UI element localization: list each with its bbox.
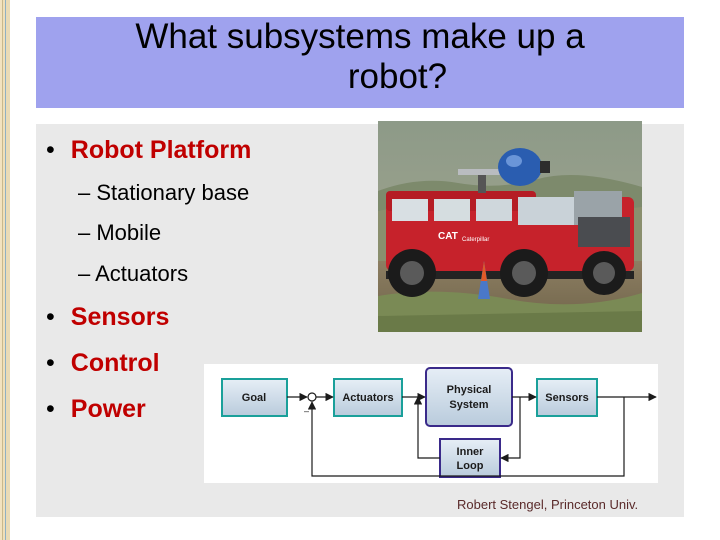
bullet-label: Control bbox=[70, 349, 160, 377]
bullet-robot-platform: • Robot Platform bbox=[46, 135, 251, 165]
bullet-label: Sensors bbox=[70, 303, 170, 331]
sub-bullet-stationary-base: – Stationary base bbox=[78, 180, 250, 205]
title-bar bbox=[36, 17, 684, 108]
goal-label: Goal bbox=[242, 392, 266, 404]
bullet-dot: • bbox=[46, 349, 55, 377]
bullet-sensors: • Sensors bbox=[46, 302, 169, 332]
physical-system-block bbox=[425, 367, 513, 427]
inner-loop-block bbox=[439, 438, 501, 478]
summing-junction bbox=[307, 392, 317, 402]
sensors-block bbox=[536, 378, 598, 417]
image-credit: Robert Stengel, Princeton Univ. bbox=[457, 497, 639, 512]
physical-label-1: Physical bbox=[447, 384, 492, 396]
sub-bullet-mobile: – Mobile bbox=[78, 220, 162, 245]
actuators-label: Actuators bbox=[342, 392, 393, 404]
title-line-2: robot? bbox=[347, 57, 448, 96]
bullet-label: Robot Platform bbox=[70, 136, 252, 164]
svg-text:–: – bbox=[304, 406, 309, 416]
title-line-1: What subsystems make up a bbox=[135, 17, 585, 56]
robot-vehicle-photo: CAT Caterpillar bbox=[378, 121, 642, 332]
bullet-dot: • bbox=[46, 136, 55, 164]
left-decorative-border bbox=[0, 0, 10, 540]
slide-title: What subsystems make up a robot? bbox=[36, 17, 684, 97]
sensors-label: Sensors bbox=[545, 392, 588, 404]
bullet-label: Power bbox=[70, 395, 146, 423]
inner-loop-label-2: Loop bbox=[457, 460, 484, 472]
vehicle-decal-caterpillar: Caterpillar bbox=[462, 237, 489, 243]
goal-block bbox=[221, 378, 288, 417]
bullet-control: • Control bbox=[46, 348, 160, 378]
bullet-dot: • bbox=[46, 395, 55, 423]
actuators-block bbox=[333, 378, 403, 417]
vehicle-decal-cat: CAT bbox=[438, 231, 458, 242]
physical-label-2: System bbox=[449, 399, 488, 411]
sub-bullet-actuators: – Actuators bbox=[78, 261, 189, 286]
control-block-diagram: Goal Actuators Physical System Sensors I… bbox=[204, 364, 658, 483]
bullet-power: • Power bbox=[46, 394, 146, 424]
bullet-dot: • bbox=[46, 303, 55, 331]
inner-loop-label-1: Inner bbox=[457, 446, 485, 458]
